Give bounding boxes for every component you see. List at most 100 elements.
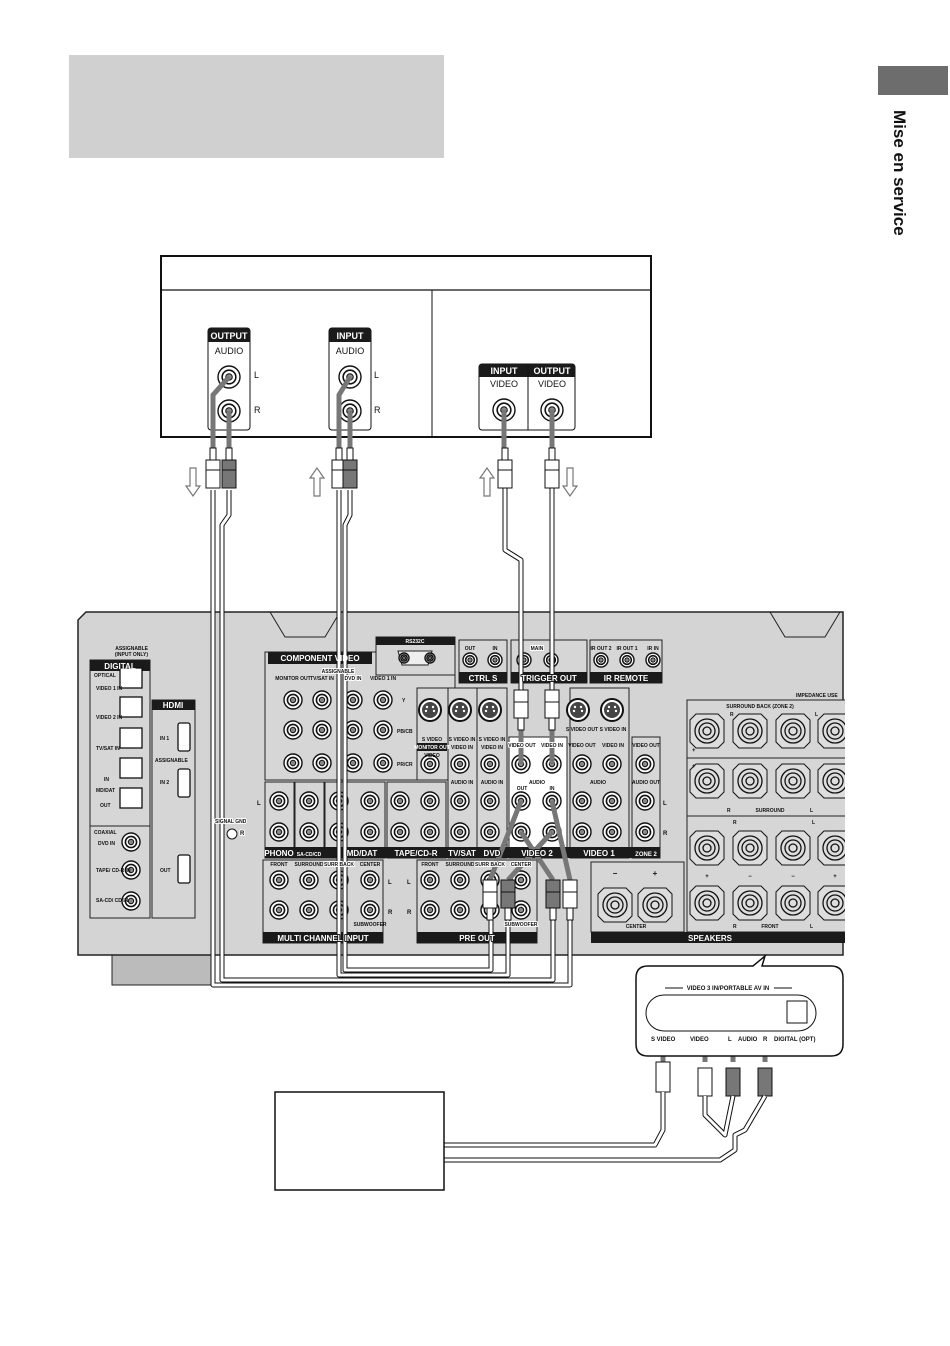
- ground-screw: [226, 828, 238, 840]
- s-video-jack: [418, 698, 442, 722]
- cable-core: [503, 488, 523, 690]
- front-label: FRONT: [761, 924, 778, 930]
- front-panel-callout: [635, 953, 844, 1057]
- rca-jack: [462, 652, 478, 668]
- jack-pin: [305, 828, 313, 836]
- s-video-pin: [614, 709, 618, 713]
- rca-jack: [360, 791, 380, 811]
- trigger-out-header: TRIGGER OUT: [521, 674, 577, 683]
- rca-jack: [480, 754, 500, 774]
- jack-pin: [578, 797, 586, 805]
- plug-tip: [225, 447, 233, 461]
- rca-jack: [121, 832, 141, 852]
- ir-out1-label: IR OUT 1: [616, 646, 637, 652]
- pre-l-label: L: [407, 880, 411, 886]
- jack-pin: [289, 726, 297, 734]
- plug-body: [205, 459, 221, 489]
- rca-plug: [205, 447, 221, 489]
- ctrl-s-header: CTRL S: [469, 674, 498, 683]
- terminal-ring: [694, 768, 720, 794]
- s-video-jack: [448, 698, 472, 722]
- channel-l-label: L: [254, 370, 259, 380]
- component-monitor-out-label: MONITOR OUT: [275, 676, 310, 682]
- jack-pin: [426, 828, 434, 836]
- jack-pin: [366, 906, 374, 914]
- plug-tip: [504, 907, 512, 921]
- rca-jack: [420, 822, 440, 842]
- pre-center-label: CENTER: [511, 862, 532, 868]
- optical-mddat-label: MD/DAT: [96, 788, 115, 794]
- jack-pin: [127, 866, 135, 874]
- optical-jack: [119, 787, 143, 809]
- digital-assignable-label: ASSIGNABLE: [115, 646, 148, 652]
- jack-pin: [318, 696, 326, 704]
- device-output-header: OUTPUT: [211, 331, 249, 341]
- hdmi-assignable-label: ASSIGNABLE: [155, 758, 188, 764]
- terminal-ring: [737, 718, 763, 744]
- plug-body: [545, 879, 561, 909]
- rca-jack: [619, 652, 635, 668]
- rca-jack: [360, 870, 380, 890]
- front-l-label: L: [810, 924, 813, 930]
- s-video-pin: [424, 709, 428, 713]
- jack-pin: [578, 828, 586, 836]
- jack-pin: [402, 656, 406, 660]
- terminal-ring: [784, 894, 802, 912]
- device-video-input-label: VIDEO: [490, 379, 518, 389]
- jack-pin: [349, 696, 357, 704]
- video2-video-in-label: VIDEO IN: [541, 743, 563, 749]
- monitor-out-label: MONITOR OUT: [414, 745, 449, 751]
- digital-input-only-label: (INPUT ONLY): [115, 652, 148, 658]
- rca-jack: [312, 690, 332, 710]
- s-video-pin: [492, 709, 496, 713]
- fp-r-label: R: [763, 1037, 768, 1043]
- jack-pin: [426, 760, 434, 768]
- plug-body: [500, 879, 516, 909]
- terminal-ring: [784, 772, 802, 790]
- s-video-pin: [580, 709, 584, 713]
- jack-pin: [641, 797, 649, 805]
- fp-digital-label: DIGITAL (OPT): [774, 1037, 815, 1043]
- rca-jack: [420, 791, 440, 811]
- impedance-label: IMPEDANCE USE: [796, 693, 838, 699]
- rca-jack: [602, 822, 622, 842]
- rca-jack: [343, 720, 363, 740]
- terminal-ring: [745, 726, 755, 736]
- rca-jack: [572, 754, 592, 774]
- terminal-ring: [741, 839, 759, 857]
- speaker-terminal: [775, 713, 811, 749]
- rca-jack: [450, 900, 470, 920]
- dvd-audio-label: AUDIO IN: [481, 780, 504, 786]
- s-video-jack: [478, 698, 502, 722]
- portable-device-box: [274, 1091, 445, 1191]
- zone2-label: ZONE 2: [635, 852, 657, 858]
- speaker-terminal: [775, 763, 811, 799]
- device-video-output-label: VIDEO: [538, 379, 566, 389]
- ctrl-s-out-label: OUT: [465, 646, 476, 652]
- terminal-ring: [788, 843, 798, 853]
- fp-video-label: VIDEO: [690, 1037, 709, 1043]
- terminal-ring: [788, 776, 798, 786]
- rca-jack: [269, 870, 289, 890]
- rca-jack: [373, 690, 393, 710]
- front-r-label: R: [733, 820, 737, 826]
- terminal-ring: [830, 843, 840, 853]
- speaker-terminal: [637, 887, 673, 923]
- jack-pin: [426, 906, 434, 914]
- device-input-audio-label: AUDIO: [336, 346, 365, 356]
- surr-r-label: R: [727, 808, 731, 814]
- terminal-ring: [737, 768, 763, 794]
- pre-r-label: R: [407, 910, 412, 916]
- plug-body: [513, 689, 529, 719]
- rca-plug: [221, 447, 237, 489]
- mc-surr-back-label: SURR BACK: [324, 862, 354, 868]
- coaxial-dvd-label: DVD IN: [98, 841, 115, 847]
- jack-pin: [456, 876, 464, 884]
- text-layer: Mise en serviceOUTPUTAUDIOLRINPUTAUDIOLR…: [94, 110, 909, 1043]
- s-video-body: [482, 702, 498, 718]
- plug-tip: [548, 447, 556, 461]
- rca-jack: [420, 754, 440, 774]
- terminal-ring: [698, 839, 716, 857]
- rca-jack: [542, 791, 562, 811]
- fp-svideo-label: S VIDEO: [651, 1037, 676, 1043]
